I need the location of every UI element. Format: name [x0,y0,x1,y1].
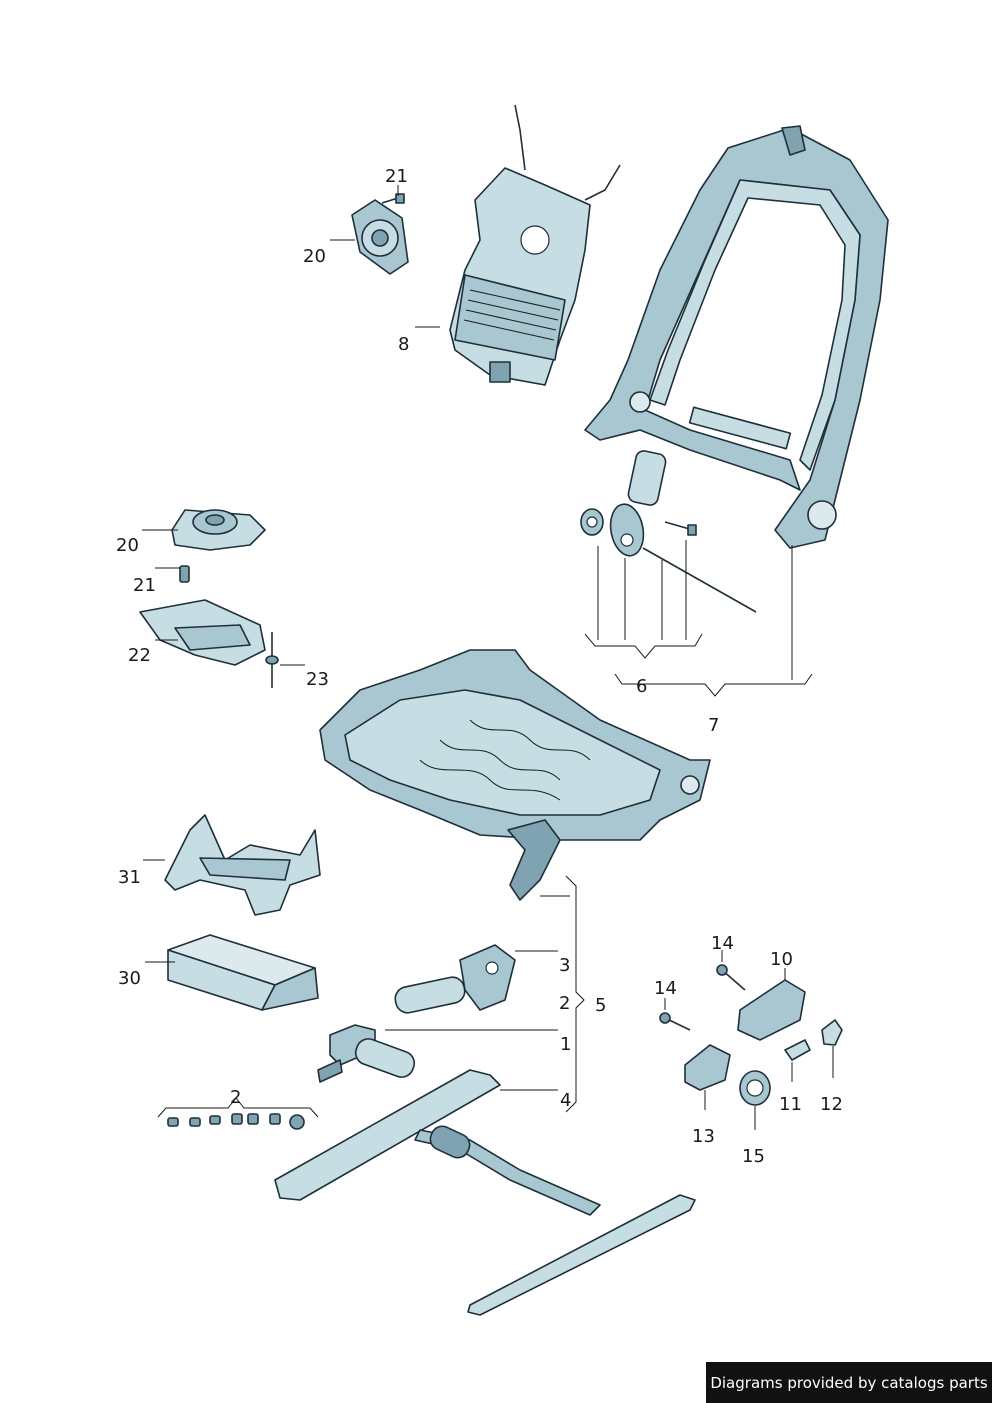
label-7: 7 [708,715,719,736]
label-10: 10 [770,949,793,970]
height-motor[interactable] [393,944,516,1015]
screw-14-top[interactable] [716,964,746,991]
label-12: 12 [820,1094,843,1115]
control-unit-bracket[interactable] [164,814,321,916]
label-21-left: 21 [133,575,156,596]
part-labels: 21 20 8 20 21 22 23 6 7 31 30 3 2 5 1 4 … [116,166,843,1167]
screw-set[interactable] [167,1113,305,1130]
label-20-left: 20 [116,535,139,556]
switch-housing[interactable] [737,979,806,1041]
credit-banner: Diagrams provided by catalogs parts [706,1362,992,1403]
label-13: 13 [692,1126,715,1147]
recliner-bolt[interactable] [664,521,697,536]
screw-upper[interactable] [381,193,405,204]
label-15: 15 [742,1146,765,1167]
label-20-top: 20 [303,246,326,267]
knob-12[interactable] [821,1019,843,1046]
leader-lines [142,185,834,1130]
credit-text: Diagrams provided by catalogs parts [710,1373,988,1392]
label-3: 3 [559,955,570,976]
label-4: 4 [560,1090,571,1111]
label-23: 23 [306,669,329,690]
label-21-top: 21 [385,166,408,187]
label-22: 22 [128,645,151,666]
lumbar-support[interactable] [449,104,621,386]
backrest-frame[interactable] [584,125,889,549]
label-5: 5 [595,995,606,1016]
label-11: 11 [779,1094,802,1115]
label-14-mid: 14 [654,978,677,999]
recliner-motor[interactable] [607,449,667,558]
control-unit[interactable] [167,934,319,1011]
label-8: 8 [398,334,409,355]
ventilation-fan-upper[interactable] [351,199,409,275]
screw-14-mid[interactable] [659,1012,691,1031]
knob-11[interactable] [784,1039,811,1061]
seat-rails[interactable] [274,1069,696,1316]
fan-housing[interactable] [139,599,266,666]
label-14-top: 14 [711,933,734,954]
switch-13[interactable] [684,1044,731,1091]
length-motor[interactable] [317,1024,418,1083]
screw-left[interactable] [179,565,190,583]
seat-frame[interactable] [319,649,711,901]
label-30: 30 [118,968,141,989]
ventilation-fan-left[interactable] [171,509,266,551]
label-2-bottom: 2 [230,1087,241,1108]
plug-23[interactable] [265,632,279,688]
label-1: 1 [560,1034,571,1055]
label-2-mid: 2 [559,993,570,1014]
ring-15[interactable] [739,1070,771,1106]
recliner-shaft[interactable] [642,547,757,613]
recliner-washer[interactable] [580,508,604,536]
label-31: 31 [118,867,141,888]
label-6: 6 [636,676,647,697]
